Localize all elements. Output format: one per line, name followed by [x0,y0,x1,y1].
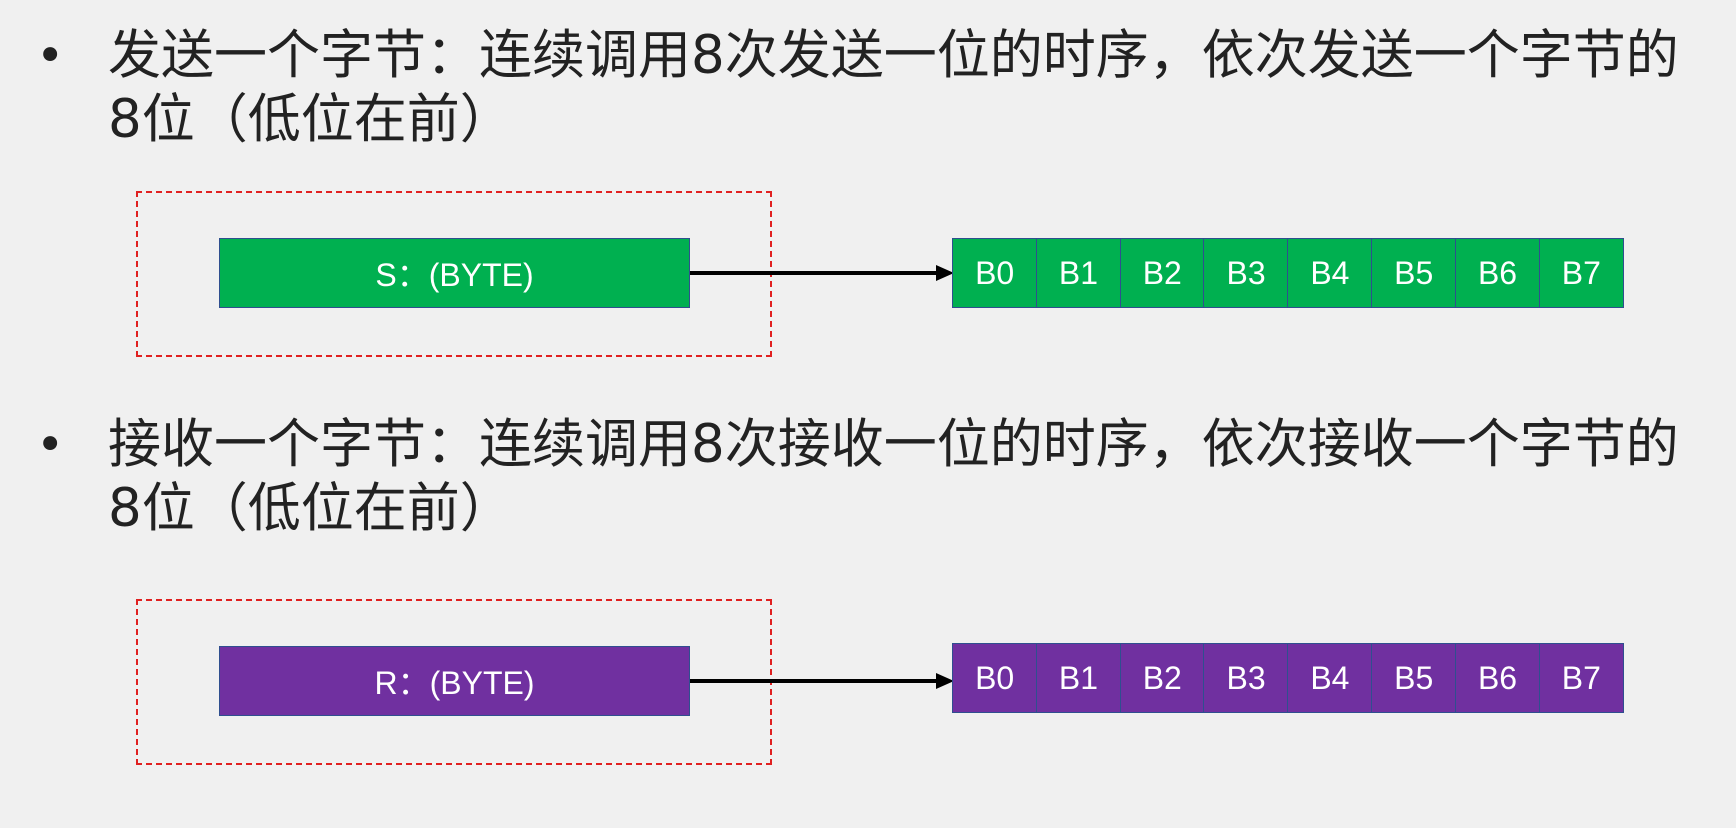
send-bit-cell: B5 [1371,238,1457,308]
receive-bit-cell: B5 [1371,643,1457,713]
send-arrow [690,265,954,281]
receive-arrow-head [936,673,954,689]
send-bit-cell: B3 [1203,238,1289,308]
send-byte-label: S：(BYTE) [375,257,534,293]
send-byte-box: S：(BYTE) [219,238,690,308]
receive-bit-cell: B4 [1287,643,1373,713]
bullet-receive-text: 接收一个字节：连续调用8次接收一位的时序，依次接收一个字节的8位（低位在前） [108,414,1679,539]
receive-bit-cell: B7 [1538,643,1624,713]
receive-bit-cell: B0 [952,643,1038,713]
bullet-marker: • [36,28,65,84]
send-bit-cell: B6 [1454,238,1541,308]
receive-bits-row: B0 B1 B2 B3 B4 B5 B6 B7 [952,643,1624,713]
receive-arrow [690,673,954,689]
send-bit-cell: B0 [952,238,1038,308]
send-arrow-head [936,265,954,281]
bullet-marker: • [36,417,65,473]
receive-bit-cell: B1 [1035,643,1122,713]
send-bit-cell: B7 [1538,238,1624,308]
receive-bit-cell: B2 [1119,643,1205,713]
receive-bit-cell: B6 [1454,643,1541,713]
receive-byte-label: R：(BYTE) [374,665,535,701]
receive-bit-cell: B3 [1203,643,1289,713]
send-bit-cell: B2 [1119,238,1205,308]
receive-byte-box: R：(BYTE) [219,646,690,716]
send-bit-cell: B1 [1035,238,1122,308]
send-bits-row: B0 B1 B2 B3 B4 B5 B6 B7 [952,238,1624,308]
bullet-send-text: 发送一个字节：连续调用8次发送一位的时序，依次发送一个字节的8位（低位在前） [108,25,1679,150]
send-bit-cell: B4 [1287,238,1373,308]
